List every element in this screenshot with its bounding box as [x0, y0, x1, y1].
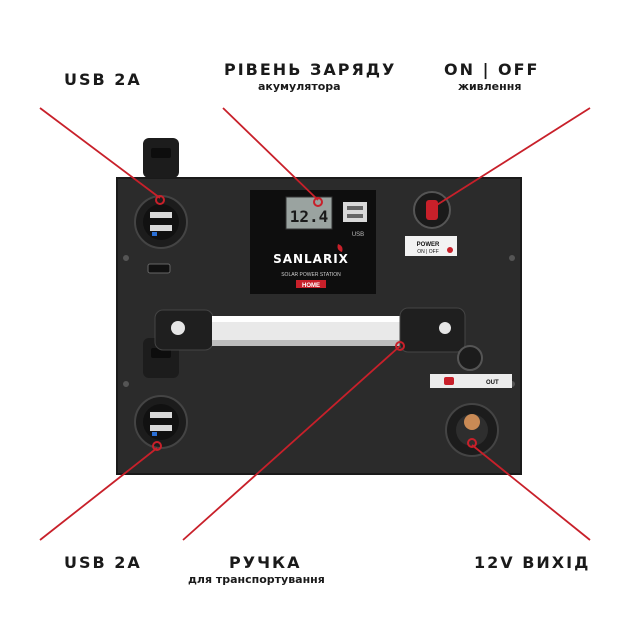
callout-markers	[152, 195, 477, 451]
power-label: POWER	[417, 242, 440, 248]
callout-usb-top-title: USB 2A	[64, 70, 142, 89]
usb-socket-bottom	[134, 338, 188, 449]
display-unit: 12.4 USB SANLARIX SOLAR POWER STATION HO…	[250, 190, 376, 294]
carry-handle	[154, 307, 466, 353]
leader-lines	[39, 107, 591, 541]
callout-handle-title: РУЧКА	[229, 553, 302, 572]
callout-charge-level-subtitle: акумулятора	[258, 80, 341, 93]
output-12v-socket: OUT	[430, 345, 512, 457]
model-badge: HOME	[302, 283, 320, 289]
power-switch: POWER ON | OFF	[405, 191, 457, 256]
callout-output-12v-title: 12V ВИХІД	[474, 553, 591, 572]
device-panel-edge	[116, 177, 522, 475]
out-label: OUT	[486, 380, 499, 386]
small-switch-left	[147, 263, 171, 274]
usb-small-label: USB	[352, 232, 364, 238]
callout-usb-bottom-title: USB 2A	[64, 553, 142, 572]
callout-charge-level-title: РІВЕНЬ ЗАРЯДУ	[224, 60, 397, 79]
brand-leaf-icon	[337, 244, 343, 252]
power-states: ON | OFF	[417, 249, 439, 255]
callout-power-switch-title: ON | OFF	[444, 60, 540, 79]
callout-handle-subtitle: для транспортування	[188, 573, 325, 586]
model-line: SOLAR POWER STATION	[281, 272, 341, 278]
callout-power-switch-subtitle: живлення	[458, 80, 522, 93]
usb-socket-top	[134, 138, 188, 249]
lcd-reading: 12.4	[290, 207, 329, 226]
brand-text: SANLARIX	[273, 252, 349, 266]
